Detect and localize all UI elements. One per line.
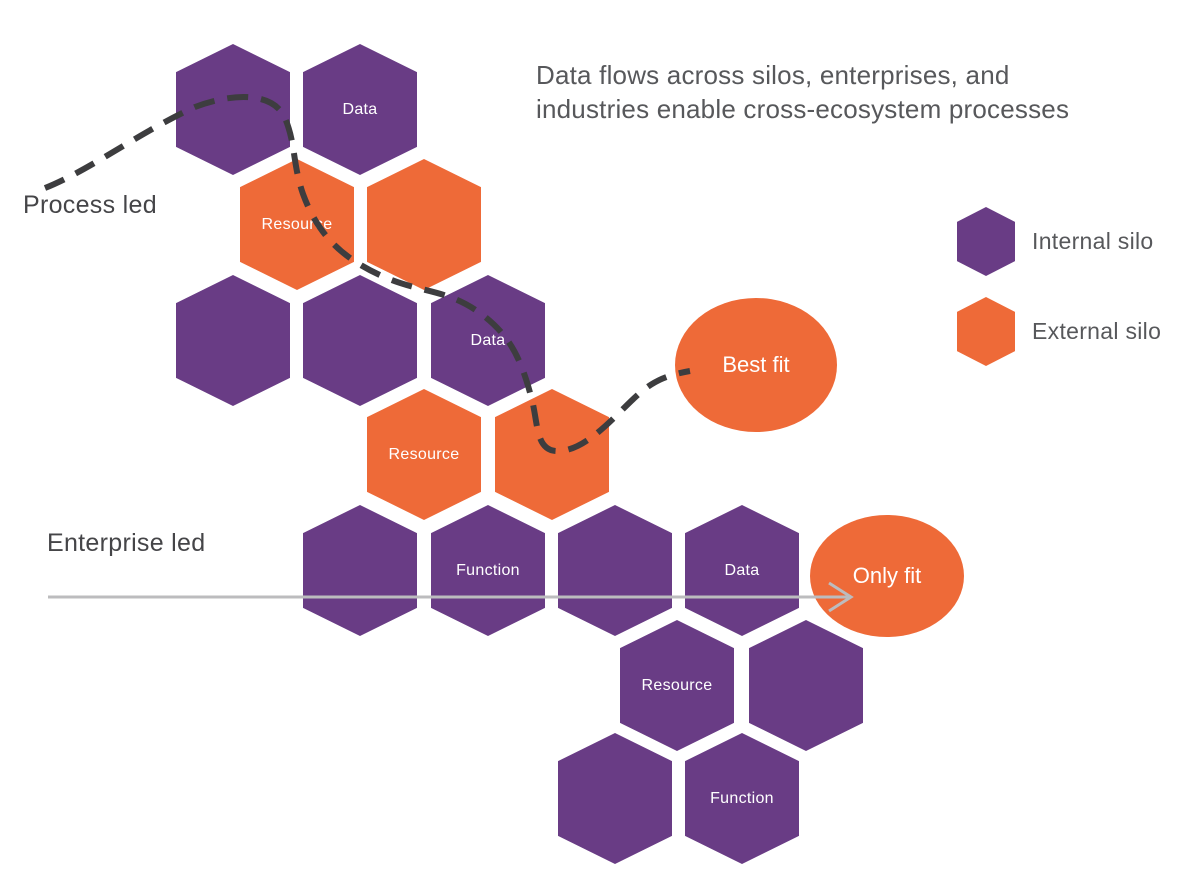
- best-fit-circle: Best fit: [675, 298, 837, 432]
- internal-silo-swatch-icon: [957, 207, 1015, 276]
- hexagon-label: Resource: [388, 445, 460, 463]
- diagram-title-line-1: Data flows across silos, enterprises, an…: [536, 60, 1010, 90]
- hexagon-label: Function: [710, 789, 774, 807]
- hexagon-internal-silo: [303, 505, 417, 636]
- hexagon-internal-silo: [749, 620, 863, 751]
- legend-label-external-silo: External silo: [1032, 318, 1162, 344]
- hexagon-internal-silo-data: Data: [303, 44, 417, 175]
- external-silo-swatch-icon: [957, 297, 1015, 366]
- legend-item-external-silo: External silo: [957, 297, 1161, 366]
- hexagon-external-silo: [367, 159, 481, 290]
- hexagon-internal-silo-data: Data: [431, 275, 545, 406]
- hexagon-internal-silo: [303, 275, 417, 406]
- hexagon-label: Resource: [261, 215, 333, 233]
- legend-label-internal-silo: Internal silo: [1032, 228, 1154, 254]
- hexagon-internal-silo: [176, 275, 290, 406]
- hexagon-internal-silo-resource: Resource: [620, 620, 734, 751]
- hexagon-label: Data: [724, 561, 760, 579]
- only-fit-circle: Only fit: [810, 515, 964, 637]
- hexagon-label: Function: [456, 561, 520, 579]
- hexagon-label: Data: [470, 331, 506, 349]
- hexagon-external-silo-resource: Resource: [367, 389, 481, 520]
- hexagon-external-silo-resource: Resource: [240, 159, 354, 290]
- hexagon-internal-silo-data: Data: [685, 505, 799, 636]
- hexagon-label: Data: [342, 100, 378, 118]
- only-fit-label: Only fit: [852, 563, 922, 588]
- diagram-title: Data flows across silos, enterprises, an…: [536, 58, 1069, 126]
- hexagon-internal-silo-function: Function: [431, 505, 545, 636]
- legend-item-internal-silo: Internal silo: [957, 207, 1161, 276]
- hexagon-internal-silo: [558, 733, 672, 864]
- diagram-title-line-2: industries enable cross-ecosystem proces…: [536, 94, 1070, 124]
- best-fit-label: Best fit: [722, 352, 790, 377]
- hexagon-internal-silo: [176, 44, 290, 175]
- hexagon-internal-silo: [558, 505, 672, 636]
- enterprise-led-label: Enterprise led: [47, 529, 206, 557]
- hexagon-label: Resource: [641, 676, 713, 694]
- process-led-label: Process led: [23, 191, 157, 219]
- legend: Internal silo External silo: [957, 207, 1161, 387]
- hexagon-internal-silo-function: Function: [685, 733, 799, 864]
- hexagon-external-silo: [495, 389, 609, 520]
